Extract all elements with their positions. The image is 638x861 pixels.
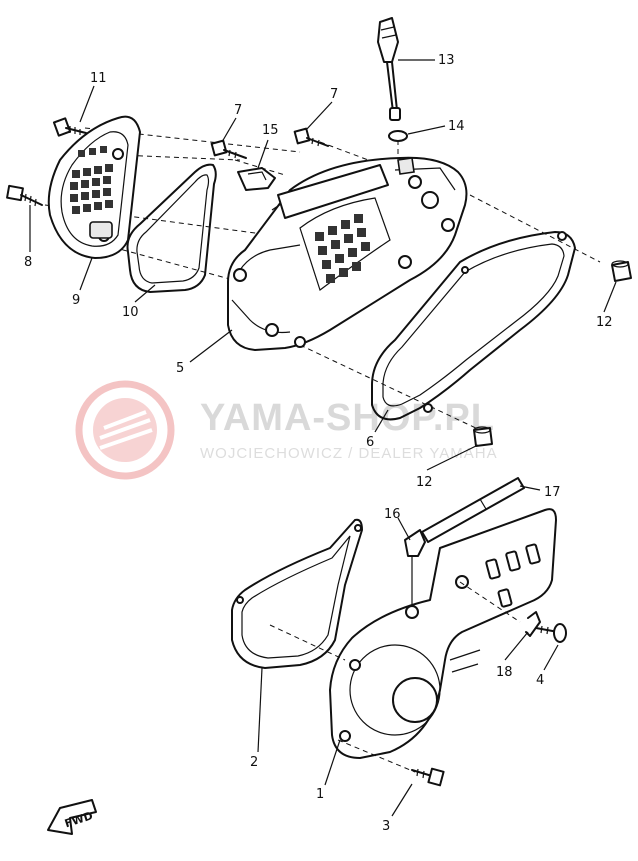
part-11-bolt <box>52 117 87 137</box>
callout-2: 2 <box>250 755 258 770</box>
callout-8: 8 <box>24 255 32 270</box>
part-8-bolt <box>6 184 43 207</box>
part-6-large-gasket <box>371 231 576 421</box>
part-10-gasket <box>126 163 217 293</box>
part-16-fitting <box>404 529 426 610</box>
callout-13: 13 <box>438 53 455 68</box>
part-4-bolt <box>535 623 567 643</box>
part-9-cover-plate <box>47 115 141 259</box>
part-14-o-ring <box>388 130 408 142</box>
callout-18: 18 <box>496 665 513 680</box>
callout-12-upper: 12 <box>596 315 613 330</box>
callout-4: 4 <box>536 673 544 688</box>
part-12-dowel-pin-b <box>473 426 493 447</box>
alignment-lines-lower <box>269 558 521 773</box>
callout-9: 9 <box>72 293 80 308</box>
part-13-gauge <box>377 17 401 121</box>
part-17-shaft <box>421 477 525 543</box>
part-12-dowel-pin-a <box>611 260 632 282</box>
callout-6: 6 <box>366 435 374 450</box>
part-9-grid <box>70 146 113 214</box>
part-7-bolt-b <box>293 127 329 147</box>
callout-5: 5 <box>176 361 184 376</box>
callout-labels: 11 8 9 10 5 6 12 12 7 7 15 13 14 16 17 1… <box>24 53 613 834</box>
part-3-bolt <box>411 767 445 787</box>
watermark-logo <box>75 380 175 480</box>
callout-10: 10 <box>122 305 139 320</box>
callout-3: 3 <box>382 819 390 834</box>
part-1-case-cover <box>329 508 557 759</box>
callout-17: 17 <box>544 485 561 500</box>
leader-lines <box>29 59 617 817</box>
part-18-clip <box>525 611 541 637</box>
watermark-subtitle: WOJCIECHOWICZ / DEALER YAMAHA <box>200 445 498 462</box>
watermark-title: YAMA-SHOP.PL <box>200 397 495 439</box>
callout-1: 1 <box>316 787 324 802</box>
part-15-clamp <box>237 167 276 191</box>
part-5-crankcase-cover <box>227 156 468 351</box>
part-1-slots <box>485 543 541 608</box>
callout-7-b: 7 <box>330 87 338 102</box>
watermark: YAMA-SHOP.PL WOJCIECHOWICZ / DEALER YAMA… <box>75 380 498 480</box>
callout-7-a: 7 <box>234 103 242 118</box>
part-2-lower-gasket <box>231 518 363 669</box>
callout-12-lower: 12 <box>416 475 433 490</box>
fwd-arrow: FWD <box>47 799 97 835</box>
callout-16: 16 <box>384 507 401 522</box>
callout-14: 14 <box>448 119 465 134</box>
part-7-bolt-a <box>210 139 247 159</box>
part-5-grille <box>315 214 370 283</box>
callout-15: 15 <box>262 123 279 138</box>
callout-11: 11 <box>90 71 107 86</box>
